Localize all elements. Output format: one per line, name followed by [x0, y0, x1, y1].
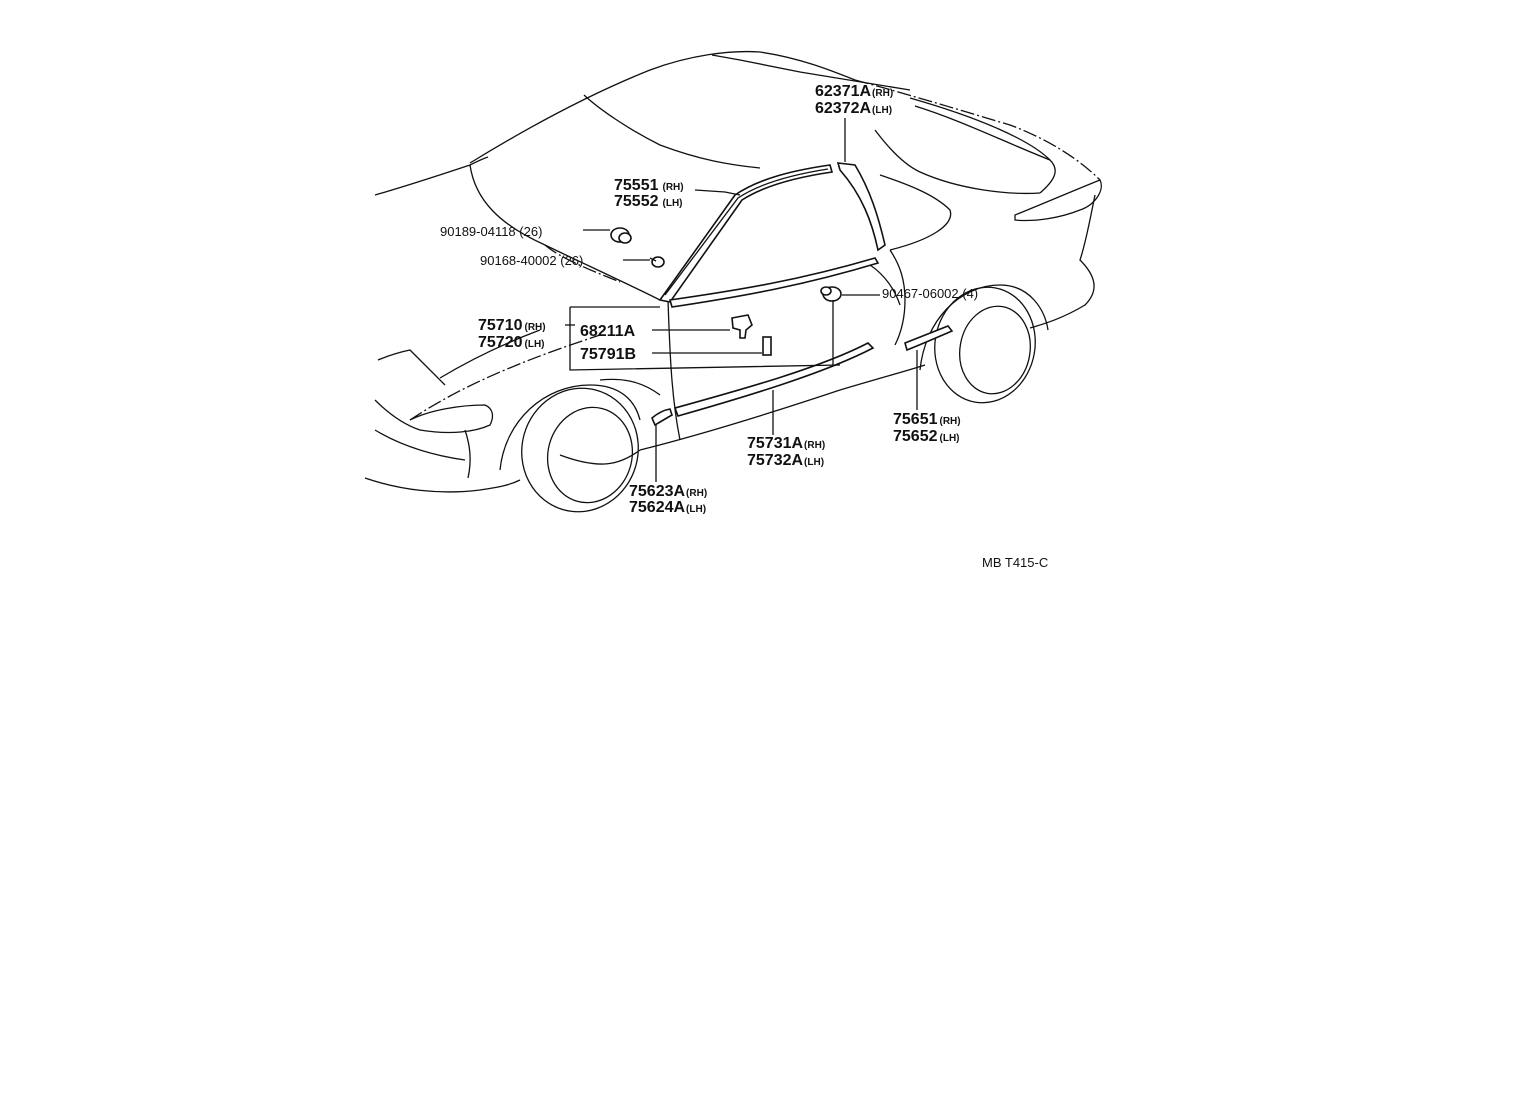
screw-90168 [649, 256, 665, 268]
svg-text:75624A(LH): 75624A(LH) [629, 499, 706, 516]
callout-75731A: 75731A(RH) 75732A(LH) [747, 435, 825, 469]
svg-text:75710(RH): 75710(RH) [478, 317, 546, 334]
bracket-68211A [731, 314, 753, 339]
svg-text:62372A(LH): 62372A(LH) [815, 100, 892, 117]
callout-90168: 90168-40002 (26) [480, 253, 583, 268]
callout-75623A: 75623A(RH) 75624A(LH) [629, 483, 707, 516]
callout-75710: 75710(RH) 75720(LH) [478, 317, 546, 351]
car-body-outline [364, 50, 1102, 493]
svg-text:75731A(RH): 75731A(RH) [747, 435, 825, 452]
rear-protector-moulding [904, 325, 954, 352]
window-frame-moulding [658, 164, 834, 303]
svg-text:75652(LH): 75652(LH) [893, 428, 960, 445]
diagram-reference-code: MB T415-C [982, 555, 1048, 570]
callout-62371A: 62371A(RH) 62372A(LH) [815, 83, 893, 117]
callout-90189: 90189-04118 (26) [440, 224, 542, 239]
svg-text:75732A(LH): 75732A(LH) [747, 452, 824, 469]
callout-90467: 90467-06002 (4) [882, 286, 978, 301]
callout-68211A: 68211A [580, 323, 636, 340]
clip-90467 [820, 286, 842, 302]
clip-75791B [762, 336, 772, 356]
svg-text:75623A(RH): 75623A(RH) [629, 483, 707, 500]
pillar-moulding [836, 162, 886, 252]
belt-moulding [668, 257, 880, 308]
front-protector-moulding [651, 408, 673, 427]
callout-75651: 75651(RH) 75652(LH) [893, 411, 961, 445]
svg-text:62371A(RH): 62371A(RH) [815, 83, 893, 100]
leader-lines [439, 54, 1051, 482]
svg-text:75720(LH): 75720(LH) [478, 334, 545, 351]
svg-text:75651(RH): 75651(RH) [893, 411, 961, 428]
callout-75551: 75551(RH) 75552(LH) [614, 177, 684, 210]
callout-75791B: 75791B [580, 346, 636, 363]
svg-text:75552(LH): 75552(LH) [614, 193, 683, 210]
front-wheel [499, 384, 641, 513]
door-protector-moulding [673, 342, 875, 417]
svg-text:75551(RH): 75551(RH) [614, 177, 684, 194]
clip-90189 [610, 227, 632, 244]
